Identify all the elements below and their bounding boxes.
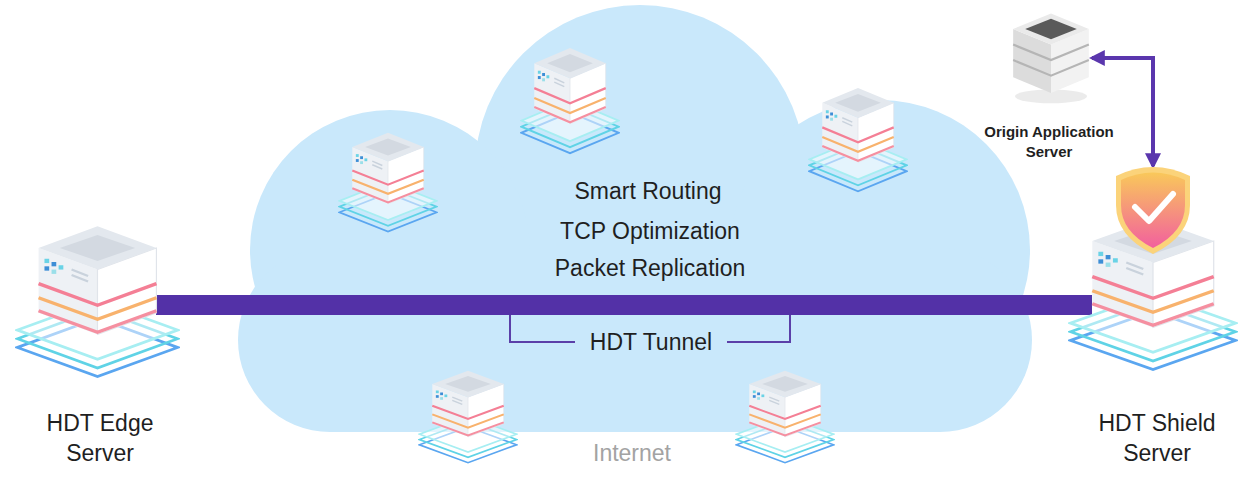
feature-label: Smart Routing <box>498 176 798 206</box>
server-label: Origin Application Server <box>967 122 1132 162</box>
edge-server-icon <box>17 226 177 376</box>
cloud-label: Internet <box>552 438 712 468</box>
shield-server: HDT Shield Server <box>1092 166 1214 336</box>
shield-rim <box>1116 167 1190 254</box>
origin-arrow <box>1092 58 1153 166</box>
tunnel-label: HDT Tunnel <box>576 327 726 357</box>
server-label: HDT Edge Server <box>38 408 163 468</box>
feature-label: Packet Replication <box>500 253 800 283</box>
edge-server: HDT Edge Server <box>39 226 156 336</box>
shield-emblem <box>1121 173 1185 249</box>
cloud-body <box>330 250 940 432</box>
check-mark <box>1135 194 1173 221</box>
internet-cloud: Smart RoutingTCP OptimizationPacket Repl… <box>235 5 1035 435</box>
server-label: HDT Shield Server <box>1087 408 1227 468</box>
feature-label: TCP Optimization <box>500 216 800 246</box>
origin-server-icon <box>1013 13 1089 103</box>
shield-server-icon <box>1070 219 1235 369</box>
origin-server: Origin Application Server <box>1012 12 1092 104</box>
